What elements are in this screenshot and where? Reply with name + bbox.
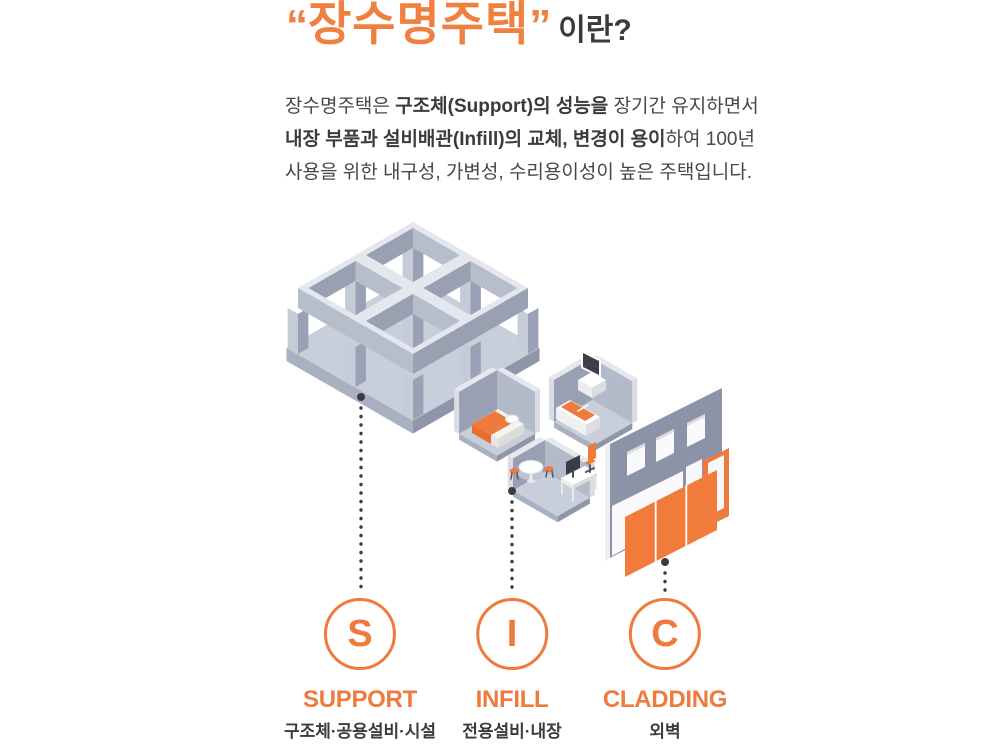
infill-circle: I — [475, 598, 548, 670]
support-desc: 구조체·공용설비·시설 — [283, 722, 437, 741]
infill-letter: I — [506, 613, 518, 655]
intro-line-1: 장수명주택은 구조체(Support)의 성능을 장기간 유지하면서 — [285, 96, 759, 117]
room-living — [549, 350, 638, 451]
support-name: SUPPORT — [303, 686, 417, 713]
cladding-name: CLADDING — [602, 686, 728, 713]
title-suffix: 이란? — [558, 14, 632, 47]
legend-item-support: S SUPPORT 구조체·공용설비·시설 — [284, 598, 436, 742]
intro-line-2: 내장 부품과 설비배관(Infill)의 교체, 변경이 용이하여 100년 — [285, 129, 755, 150]
open-quote-mark: “ — [286, 1, 308, 50]
intro-paragraph: 장수명주택은 구조체(Support)의 성능을 장기간 유지하면서 내장 부품… — [285, 91, 759, 190]
page-title: “장수명주택”이란? — [286, 0, 632, 66]
legend-item-cladding: C CLADDING 외벽 — [603, 598, 727, 742]
infill-name: INFILL — [475, 686, 549, 713]
room-bedroom — [454, 367, 540, 462]
intro-line-3: 사용을 위한 내구성, 가변성, 수리용이성이 높은 주택입니다. — [285, 162, 753, 183]
cladding-desc: 외벽 — [649, 722, 681, 741]
legend-item-infill: I INFILL 전용설비·내장 — [462, 598, 562, 742]
dotted-connectors — [357, 393, 669, 594]
close-quote-mark: ” — [529, 1, 552, 50]
support-letter: S — [347, 613, 373, 655]
support-structure — [286, 222, 540, 434]
room-office — [507, 437, 597, 523]
cladding-circle: C — [628, 598, 701, 670]
cladding-panel — [625, 470, 717, 577]
title-main: 장수명주택 — [308, 0, 530, 50]
support-circle: S — [324, 598, 396, 670]
infill-desc: 전용설비·내장 — [462, 722, 562, 741]
cladding-letter: C — [651, 613, 679, 655]
